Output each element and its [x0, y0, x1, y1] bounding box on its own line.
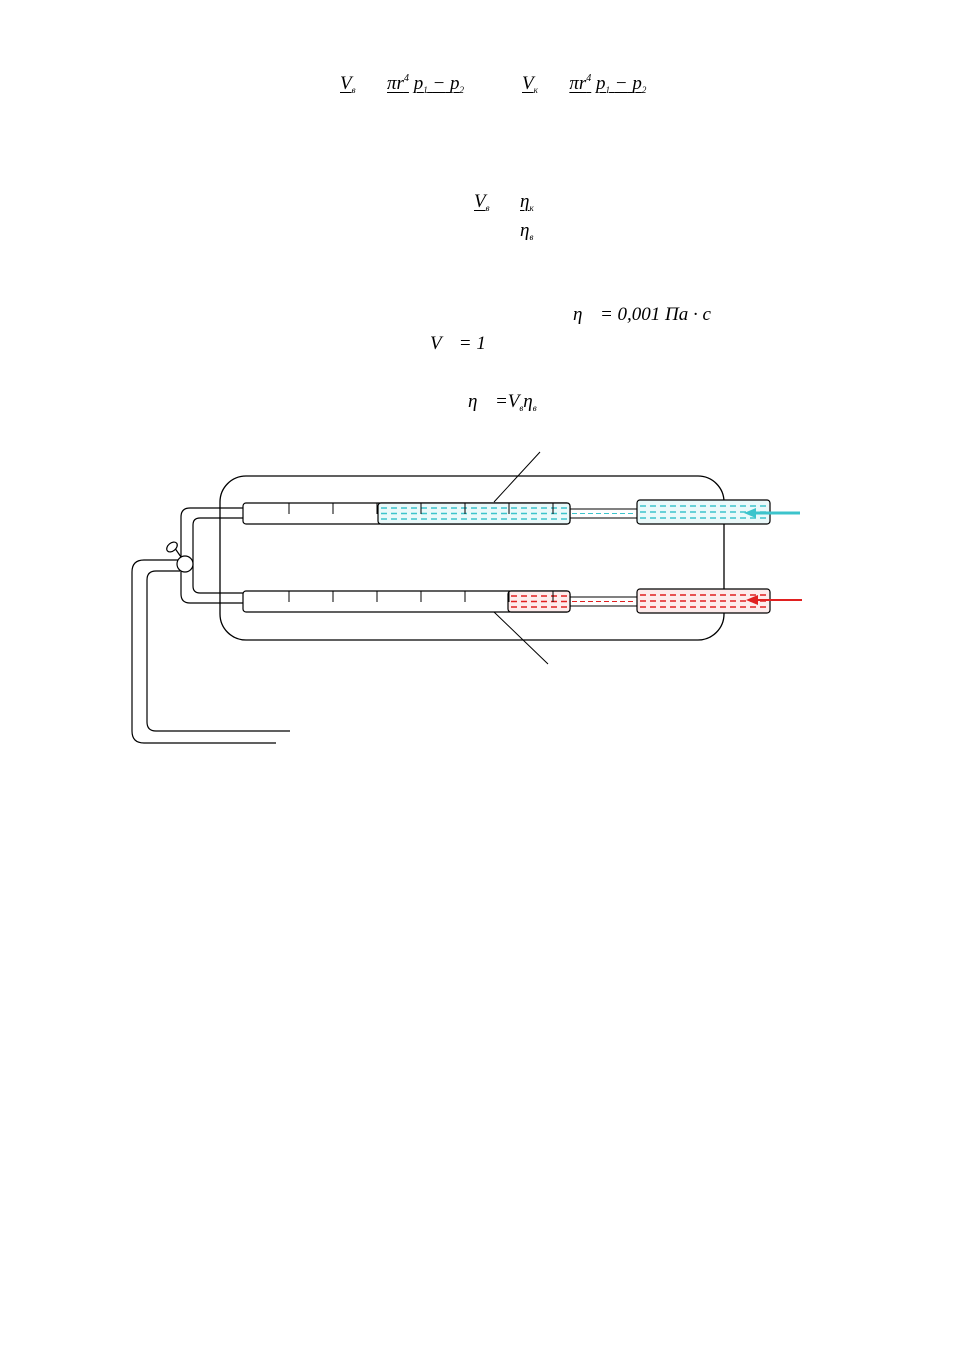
p1-symbol-2: p [596, 73, 606, 94]
eta-v-symbol: η [520, 220, 530, 241]
formula-volume-unity: V = 1 [430, 334, 486, 353]
minus-sign-2: − [614, 73, 628, 94]
result-volume-subscript: в [519, 403, 524, 413]
lower-scale-ticks [288, 591, 554, 602]
p2-symbol: p [450, 73, 460, 94]
volume-k-symbol: V [522, 73, 534, 94]
p2-subscript-2: 2 [641, 85, 647, 95]
stopcock-body [176, 555, 194, 573]
formula-poiseuille-water: Vв πr4 p1 − p2 [340, 73, 465, 95]
result-eta-v-subscript: в [532, 403, 537, 413]
eta-water-value: = 0,001 Па · с [599, 304, 711, 325]
volume-symbol: V [340, 73, 352, 94]
p2-subscript: 2 [459, 85, 465, 95]
stopcock-handle-icon[interactable] [165, 540, 179, 554]
p1-symbol: p [413, 73, 424, 94]
eta-k-subscript: к [529, 203, 534, 213]
volume-subscript: в [351, 85, 356, 95]
viscometer-housing [219, 475, 725, 641]
stopcock-valve[interactable] [165, 540, 194, 573]
eta-v-subscript: в [529, 232, 534, 242]
volume-unity-value: = 1 [458, 333, 486, 354]
formula-poiseuille-blood: Vк πr4 p1 − p2 [522, 73, 647, 95]
eta-k-symbol: η [520, 191, 530, 212]
p1-subscript-2: 1 [605, 85, 611, 95]
volume-k-subscript: к [533, 85, 538, 95]
lower-blood-column [507, 590, 571, 613]
volume-unity-symbol: V [430, 333, 442, 354]
water-inlet-arrow-icon [744, 508, 756, 518]
connecting-pipes [131, 507, 290, 744]
lower-reservoir-dashes [640, 594, 767, 608]
pi-r-symbol-2: πr [569, 73, 587, 94]
formula-water-viscosity: η = 0,001 Па · с [573, 305, 711, 324]
suction-hose-outer [131, 559, 276, 744]
upper-water-dashes [381, 507, 567, 520]
upper-scale-ticks [288, 503, 554, 514]
p1-subscript: 1 [423, 85, 428, 95]
power-4: 4 [403, 73, 409, 84]
formula-eta-ratio: ηк ηв [520, 191, 534, 242]
result-eta-v-symbol: η [523, 391, 533, 412]
formula-result: η =Vвηв [468, 391, 537, 413]
blood-inlet-arrow-icon [746, 595, 758, 605]
lower-capillary-tube [242, 588, 802, 614]
result-eta-symbol: η [468, 391, 478, 412]
result-volume-symbol: V [507, 391, 520, 412]
ratio-volume-symbol: V [474, 191, 486, 212]
p2-symbol-2: p [632, 73, 642, 94]
pi-r-symbol: πr [387, 73, 404, 94]
upper-capillary-tube [242, 499, 800, 525]
suction-hose-inner [146, 570, 290, 732]
upper-pointer-line [493, 451, 541, 503]
upper-reservoir-dashes [640, 505, 767, 519]
inner-connector-pipe [192, 517, 243, 594]
result-equals: = [494, 391, 508, 412]
ratio-volume-subscript: в [485, 203, 490, 213]
eta-water-symbol: η [573, 304, 583, 325]
lower-pointer-line [493, 611, 549, 665]
minus-sign: − [432, 73, 446, 94]
power-4-2: 4 [586, 73, 592, 84]
outer-connector-pipe [180, 507, 243, 604]
formula-volume-ratio: Vв [474, 191, 490, 213]
